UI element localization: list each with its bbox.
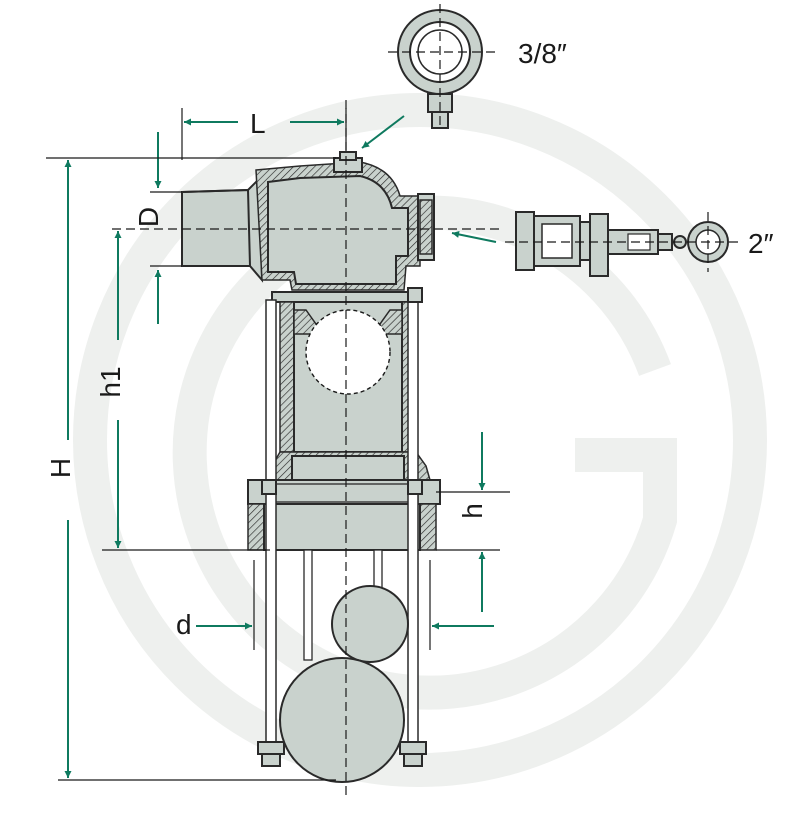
dimension-D-label: D: [133, 207, 164, 227]
thread-2-label: 2″: [748, 228, 774, 259]
valve-body: [112, 100, 500, 800]
fitting-3-8-detail: [388, 4, 500, 130]
dimension-h: [436, 432, 510, 612]
fitting-2-detail: [505, 211, 740, 277]
thread-3-8-label: 3/8″: [518, 38, 567, 69]
dimension-H-label: H: [45, 458, 76, 478]
dimension-h1: [102, 231, 270, 551]
dimension-d-label: d: [176, 609, 192, 640]
pointer-3-8-arrow: [361, 115, 405, 149]
pointer-2-arrow: [451, 230, 497, 243]
dimension-h-label: h: [457, 503, 488, 519]
dimension-d: [196, 560, 494, 650]
dimension-L: [181, 108, 347, 160]
dimension-H: [46, 157, 336, 781]
watermark-logo: [73, 93, 767, 787]
dimension-L-label: L: [250, 108, 266, 139]
dimension-D: [150, 132, 182, 324]
dimension-h1-label: h1: [95, 366, 126, 397]
